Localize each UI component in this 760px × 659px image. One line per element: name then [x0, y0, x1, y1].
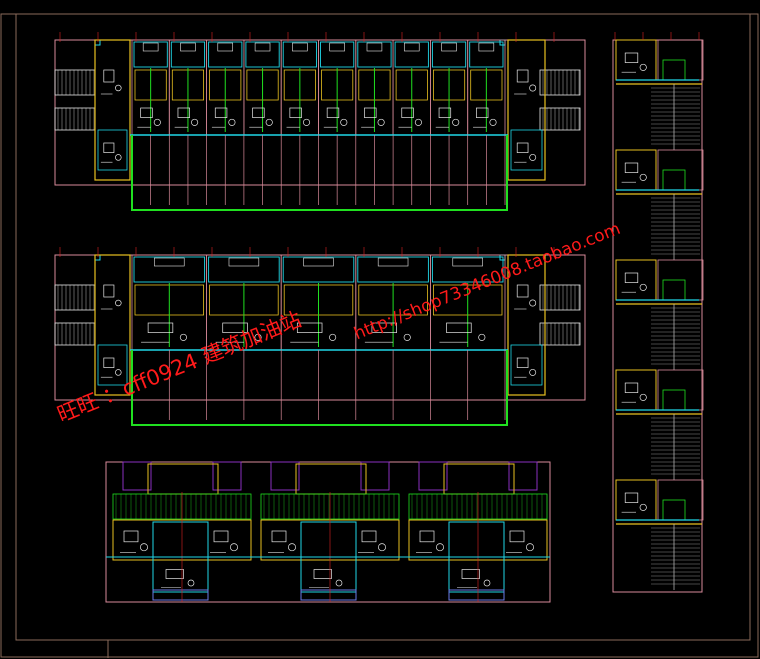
drawing-frame [0, 13, 759, 658]
floor-plan-upper-block [54, 32, 586, 211]
floor-plan-lower-block [105, 461, 551, 603]
floor-plan-middle-block [54, 247, 586, 426]
section-elevation [612, 32, 704, 593]
